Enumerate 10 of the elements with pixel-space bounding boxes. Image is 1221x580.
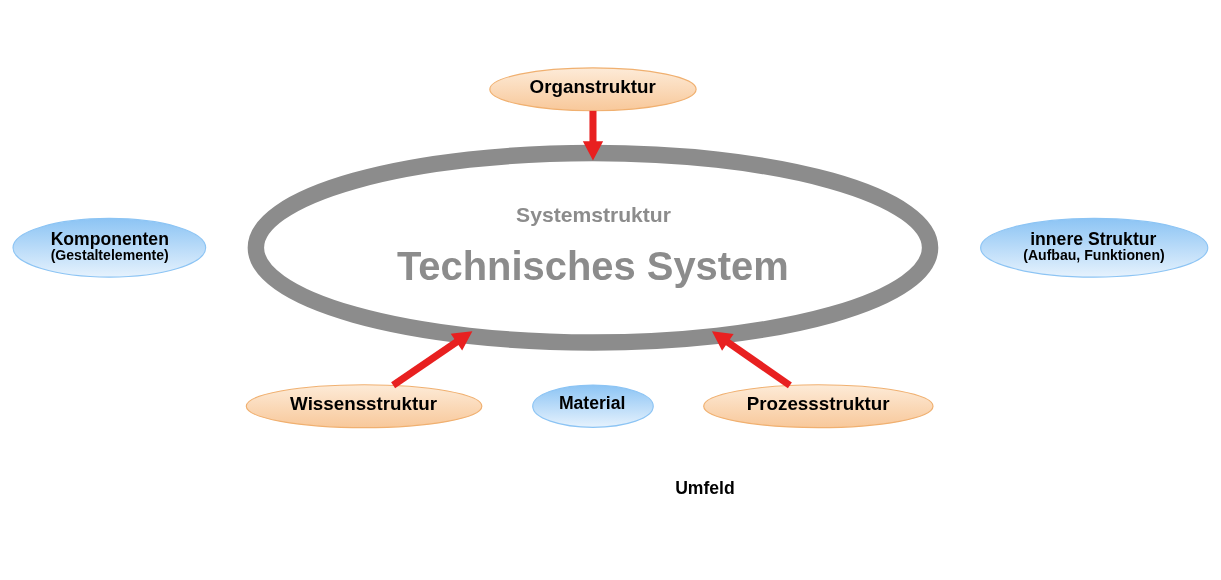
node-ellipse: Organstruktur	[489, 67, 697, 112]
node-ellipse: Komponenten (Gestaltelemente)	[12, 217, 207, 278]
arrow	[582, 110, 604, 161]
label: Umfeld	[675, 478, 735, 499]
node-ellipse: Prozessstruktur	[703, 384, 934, 429]
arrow	[711, 331, 792, 389]
node-ellipse: Wissensstruktur	[245, 384, 483, 429]
node-ellipse: Material	[532, 384, 654, 428]
node-ellipse: innere Struktur (Aufbau, Funktionen)	[980, 217, 1209, 278]
arrow	[391, 331, 473, 389]
